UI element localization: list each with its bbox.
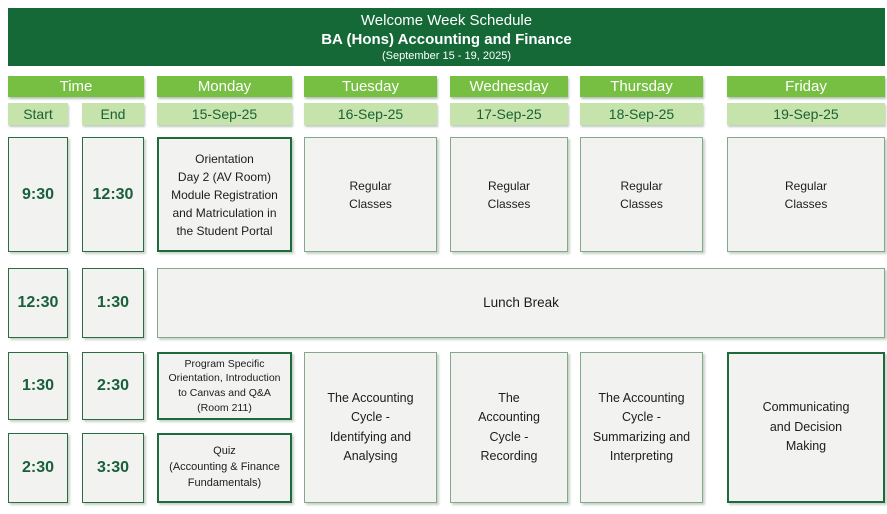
event-thursday-regular-classes: Regular Classes [580, 137, 703, 252]
event-friday-regular-classes: Regular Classes [727, 137, 885, 252]
event-tuesday-accounting-cycle-identifying: The Accounting Cycle - Identifying and A… [304, 352, 437, 503]
schedule-grid: Welcome Week Schedule BA (Hons) Accounti… [8, 8, 885, 503]
row4-start-time: 2:30 [8, 433, 68, 503]
program-name: BA (Hons) Accounting and Finance [321, 31, 572, 48]
day-header-tuesday: Tuesday [304, 76, 437, 97]
row3-start-time: 1:30 [8, 352, 68, 420]
end-column-header: End [82, 103, 144, 125]
event-monday-quiz: Quiz (Accounting & Finance Fundamentals) [157, 433, 292, 503]
page-title: Welcome Week Schedule [360, 12, 533, 29]
day-header-wednesday: Wednesday [450, 76, 568, 97]
date-friday: 19-Sep-25 [727, 103, 885, 125]
row2-start-time: 12:30 [8, 268, 68, 338]
event-wednesday-regular-classes: Regular Classes [450, 137, 568, 252]
day-header-monday: Monday [157, 76, 292, 97]
row4-end-time: 3:30 [82, 433, 144, 503]
time-column-header: Time [8, 76, 144, 97]
row2-end-time: 1:30 [82, 268, 144, 338]
event-thursday-accounting-cycle-summarizing: The Accounting Cycle - Summarizing and I… [580, 352, 703, 503]
row3-end-time: 2:30 [82, 352, 144, 420]
date-thursday: 18-Sep-25 [580, 103, 703, 125]
day-header-friday: Friday [727, 76, 885, 97]
date-range: (September 15 - 19, 2025) [381, 50, 512, 62]
start-column-header: Start [8, 103, 68, 125]
event-wednesday-accounting-cycle-recording: The Accounting Cycle - Recording [450, 352, 568, 503]
title-banner: Welcome Week Schedule BA (Hons) Accounti… [8, 8, 885, 66]
event-tuesday-regular-classes: Regular Classes [304, 137, 437, 252]
date-tuesday: 16-Sep-25 [304, 103, 437, 125]
date-monday: 15-Sep-25 [157, 103, 292, 125]
day-header-thursday: Thursday [580, 76, 703, 97]
event-monday-orientation: Orientation Day 2 (AV Room) Module Regis… [157, 137, 292, 252]
event-lunch-break: Lunch Break [157, 268, 885, 338]
row1-end-time: 12:30 [82, 137, 144, 252]
date-wednesday: 17-Sep-25 [450, 103, 568, 125]
event-friday-communicating-decision-making: Communicating and Decision Making [727, 352, 885, 503]
event-monday-program-orientation: Program Specific Orientation, Introducti… [157, 352, 292, 420]
row1-start-time: 9:30 [8, 137, 68, 252]
